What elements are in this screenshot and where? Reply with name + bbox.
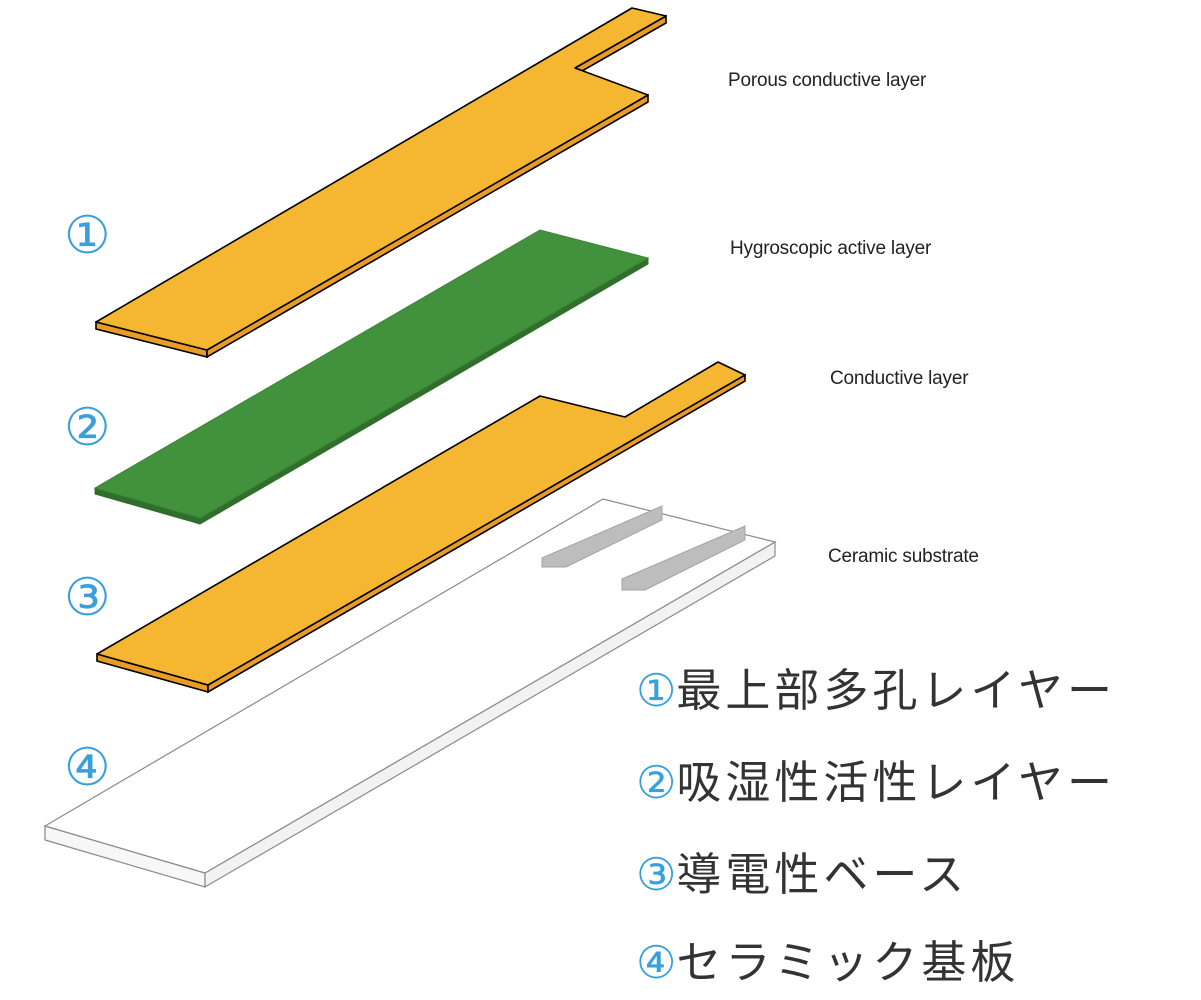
legend-text-1: 最上部多孔レイヤー bbox=[676, 664, 1116, 717]
hygroscopic-layer-top bbox=[93, 229, 650, 519]
layer-number-4: ④ bbox=[64, 738, 111, 798]
porous-layer-top bbox=[95, 7, 667, 351]
legend-text-3: 導電性ベース bbox=[676, 848, 969, 901]
conductive-layer bbox=[96, 361, 746, 694]
label-ceramic-substrate: Ceramic substrate bbox=[828, 546, 979, 567]
legend-item-1: ①最上部多孔レイヤー bbox=[636, 668, 1116, 713]
layer-number-3: ③ bbox=[64, 568, 111, 628]
porous-conductive-layer bbox=[95, 7, 667, 359]
layer-number-1: ① bbox=[64, 206, 111, 266]
ceramic-substrate bbox=[43, 498, 777, 889]
electrode-pad-right bbox=[621, 525, 746, 591]
label-hygroscopic-active-layer: Hygroscopic active layer bbox=[730, 238, 932, 259]
legend-number-2: ② bbox=[636, 756, 677, 809]
legend-number-4: ④ bbox=[636, 936, 677, 989]
legend-text-4: セラミック基板 bbox=[676, 936, 1020, 989]
legend-number-3: ③ bbox=[636, 848, 677, 901]
label-porous-conductive-layer: Porous conductive layer bbox=[728, 70, 927, 91]
electrode-pad-left bbox=[541, 505, 663, 568]
legend-item-4: ④セラミック基板 bbox=[636, 940, 1019, 985]
legend-number-1: ① bbox=[636, 664, 677, 717]
layer-number-2: ② bbox=[64, 398, 111, 458]
conductive-layer-top bbox=[96, 361, 746, 686]
hygroscopic-active-layer bbox=[93, 229, 650, 525]
legend-text-2: 吸湿性活性レイヤー bbox=[676, 756, 1116, 809]
ceramic-substrate-top bbox=[43, 498, 777, 874]
legend-item-3: ③導電性ベース bbox=[636, 852, 968, 897]
label-conductive-layer: Conductive layer bbox=[830, 368, 969, 389]
legend-item-2: ②吸湿性活性レイヤー bbox=[636, 760, 1116, 805]
